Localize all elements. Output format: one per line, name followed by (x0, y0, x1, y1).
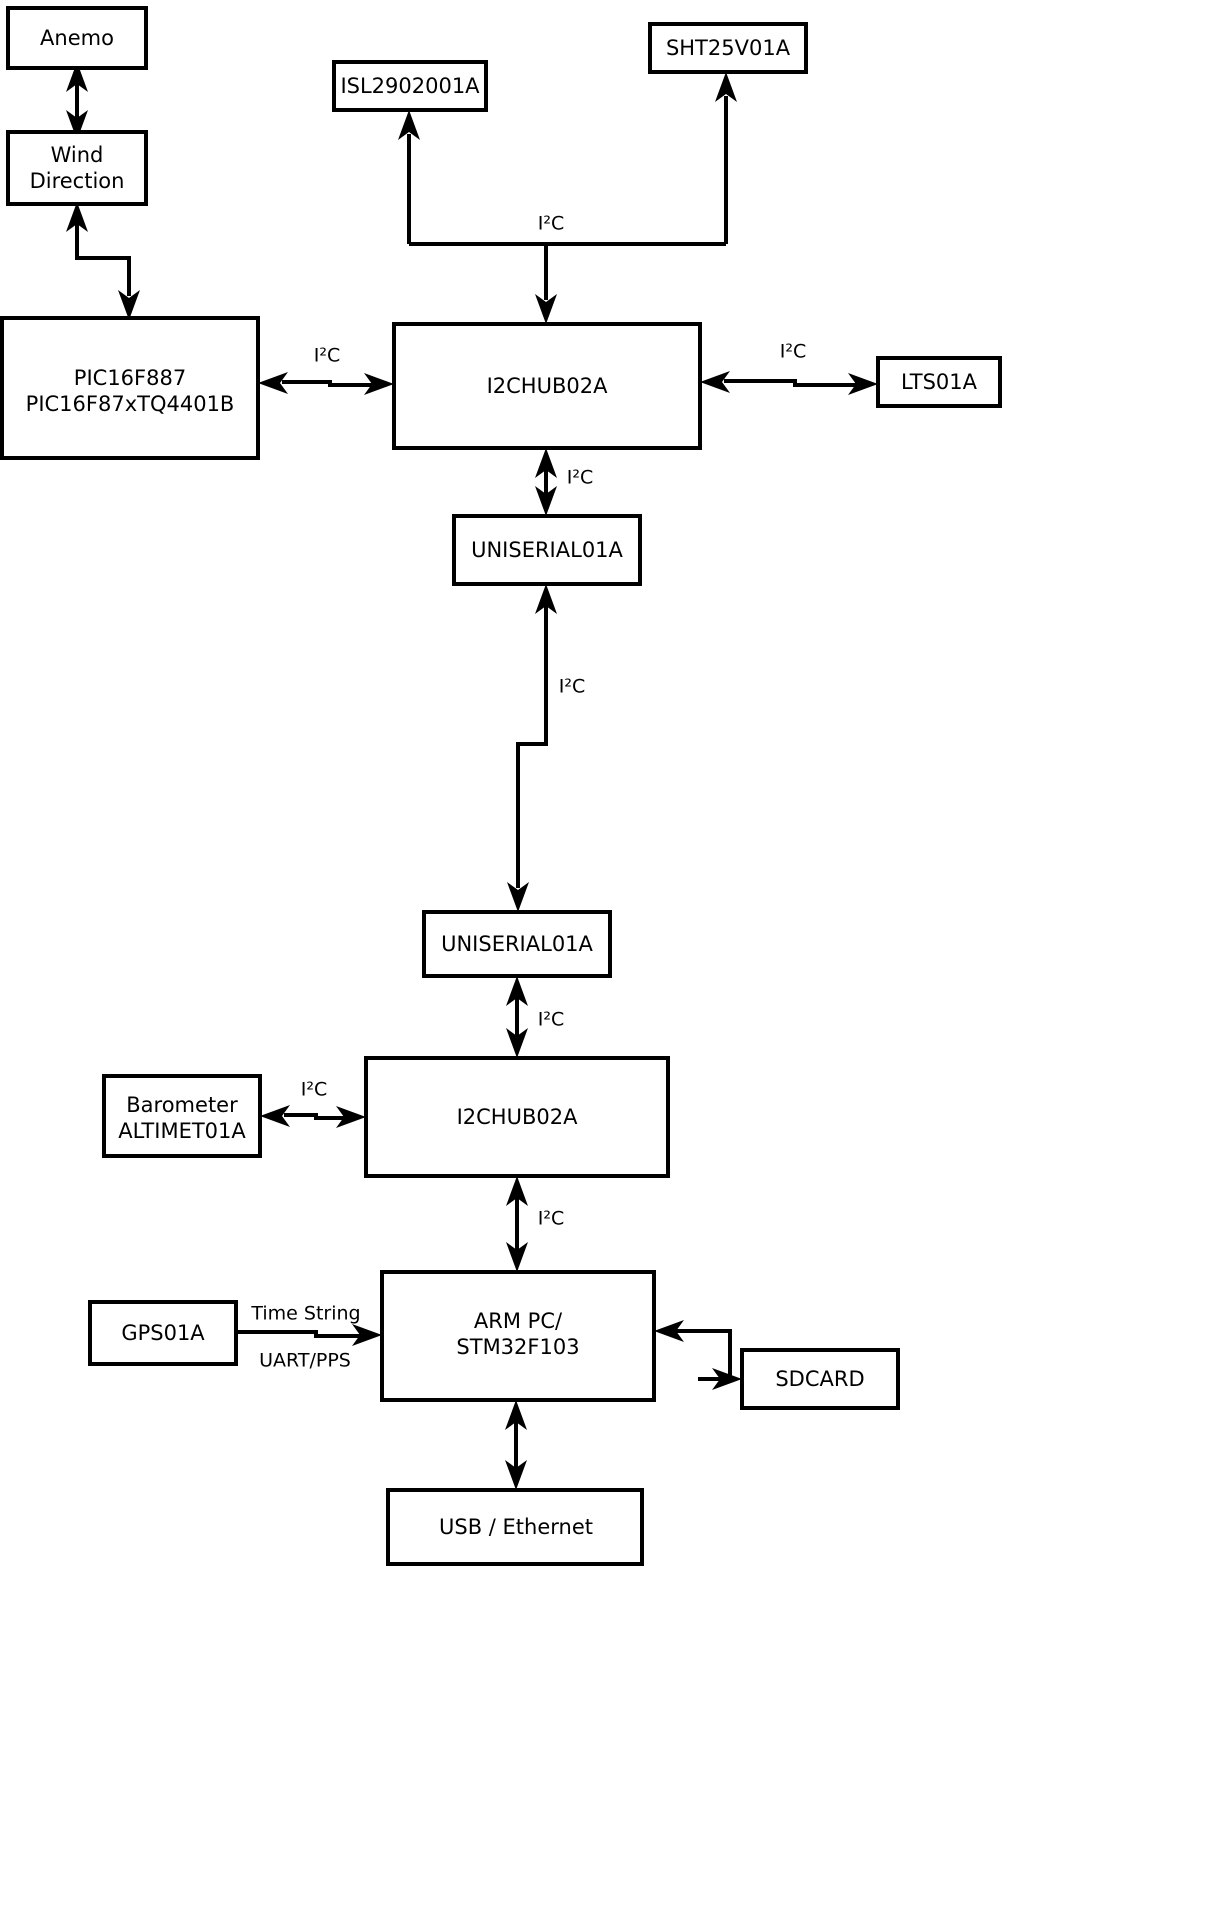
node-anemo-box[interactable] (6, 6, 148, 70)
node-wind-direction-label-line2: Direction (30, 169, 125, 193)
edge-top-i2c-bus: I²C (398, 72, 737, 324)
node-wind-direction-label-line1: Wind (51, 143, 104, 167)
node-barometer-altimet01a-box[interactable] (102, 1074, 262, 1158)
edge-hubbottom-arm: I²C (506, 1176, 564, 1272)
node-usb-ethernet[interactable]: USB / Ethernet (386, 1488, 644, 1566)
node-gps01a-label: GPS01A (121, 1321, 205, 1345)
edge-label-time-string: Time String (250, 1303, 360, 1325)
node-sdcard-box[interactable] (740, 1348, 900, 1410)
edge-label-i2c-uni-hub-bottom: I²C (538, 1009, 565, 1031)
node-i2chub02a-top[interactable]: I2CHUB02A (392, 322, 702, 450)
edge-pic-hubtop: I²C (258, 345, 394, 395)
edge-wind-anemo (66, 62, 88, 140)
node-sht25v01a-label: SHT25V01A (666, 36, 791, 60)
edge-barometer-hubbottom: I²C (260, 1079, 366, 1128)
node-pic16f887-label-line1: PIC16F887 (74, 366, 186, 390)
node-lts01a[interactable]: LTS01A (876, 356, 1002, 408)
edge-hubtop-unitop: I²C (535, 448, 593, 516)
node-barometer-label-line1: Barometer (126, 1093, 238, 1117)
edge-unitop-unibottom: I²C (507, 584, 585, 912)
node-sdcard-label: SDCARD (775, 1367, 864, 1391)
edge-pic-wind (66, 202, 140, 320)
node-barometer-altimet01a[interactable]: Barometer ALTIMET01A (102, 1074, 262, 1158)
edge-label-i2c-uni-uni: I²C (559, 676, 586, 698)
node-sdcard[interactable]: SDCARD (740, 1348, 900, 1410)
node-lts01a-label: LTS01A (901, 370, 978, 394)
edge-label-uart-pps: UART/PPS (259, 1350, 351, 1372)
node-pic16f887-label-line2: PIC16F87xTQ4401B (26, 392, 235, 416)
node-i2chub02a-bottom-box[interactable] (364, 1056, 670, 1178)
node-usb-ethernet-label: USB / Ethernet (439, 1515, 593, 1539)
node-uniserial01a-bottom-box[interactable] (422, 910, 612, 978)
node-arm-pc-stm32f103[interactable]: ARM PC/ STM32F103 (380, 1270, 656, 1402)
edge-arm-sdcard (654, 1320, 742, 1390)
edge-label-i2c-pic-hub: I²C (314, 345, 341, 367)
node-i2chub02a-top-label: I2CHUB02A (487, 374, 609, 398)
node-uniserial01a-top-box[interactable] (452, 514, 642, 586)
edge-hubtop-lts: I²C (700, 341, 878, 395)
edge-gps-arm: Time String UART/PPS (236, 1303, 382, 1372)
node-anemo[interactable]: Anemo (6, 6, 148, 70)
node-pic16f887[interactable]: PIC16F887 PIC16F87xTQ4401B (0, 316, 260, 460)
node-i2chub02a-top-box[interactable] (392, 322, 702, 450)
node-wind-direction[interactable]: Wind Direction (6, 130, 148, 206)
node-wind-direction-box[interactable] (6, 130, 148, 206)
node-anemo-label: Anemo (40, 26, 114, 50)
node-barometer-label-line2: ALTIMET01A (118, 1119, 246, 1143)
node-sht25v01a-box[interactable] (648, 22, 808, 74)
edge-arm-usb (505, 1400, 527, 1490)
node-usb-ethernet-box[interactable] (386, 1488, 644, 1566)
node-isl2902001a-label: ISL2902001A (340, 74, 480, 98)
edge-label-i2c-top-bus: I²C (538, 213, 565, 235)
node-isl2902001a[interactable]: ISL2902001A (332, 60, 488, 112)
node-arm-pc-label-line1: ARM PC/ (474, 1309, 563, 1333)
node-uniserial01a-top-label: UNISERIAL01A (471, 538, 623, 562)
node-sht25v01a[interactable]: SHT25V01A (648, 22, 808, 74)
node-arm-pc-box[interactable] (380, 1270, 656, 1402)
node-i2chub02a-bottom-label: I2CHUB02A (457, 1105, 579, 1129)
node-i2chub02a-bottom[interactable]: I2CHUB02A (364, 1056, 670, 1178)
edge-label-i2c-hub-arm: I²C (538, 1208, 565, 1230)
node-isl2902001a-box[interactable] (332, 60, 488, 112)
node-gps01a-box[interactable] (88, 1300, 238, 1366)
edge-label-i2c-hub-lts: I²C (780, 341, 807, 363)
edge-unibottom-hubbottom: I²C (506, 976, 564, 1058)
node-pic16f887-box[interactable] (0, 316, 260, 460)
node-uniserial01a-bottom[interactable]: UNISERIAL01A (422, 910, 612, 978)
node-uniserial01a-top[interactable]: UNISERIAL01A (452, 514, 642, 586)
node-uniserial01a-bottom-label: UNISERIAL01A (441, 932, 593, 956)
edge-label-i2c-barometer-hub: I²C (301, 1079, 328, 1101)
node-lts01a-box[interactable] (876, 356, 1002, 408)
edge-label-i2c-hub-uni: I²C (567, 467, 594, 489)
node-gps01a[interactable]: GPS01A (88, 1300, 238, 1366)
node-arm-pc-label-line2: STM32F103 (456, 1335, 579, 1359)
